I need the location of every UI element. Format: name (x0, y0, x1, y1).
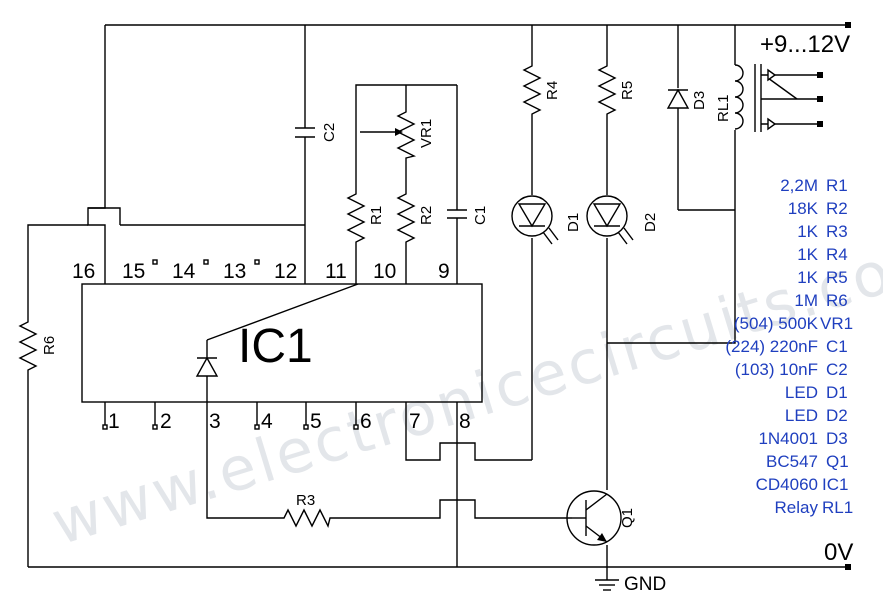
watermark: www.electronicecircuits.com (44, 219, 883, 560)
pin-label-10: 10 (373, 260, 396, 283)
parts-list-value: 1K (797, 245, 818, 264)
transistor-q1 (566, 490, 622, 546)
r6-label: R6 (41, 336, 58, 355)
supply-voltage-label: +9...12V (760, 31, 850, 58)
ground-rail-bottom (28, 564, 851, 570)
parts-list-value: CD4060 (756, 475, 818, 494)
wire-r6-left (27, 207, 305, 567)
parts-list-value: 1N4001 (758, 429, 818, 448)
pin-label-12: 12 (274, 260, 297, 283)
pin-label-9: 9 (438, 260, 450, 283)
zero-volt-label: 0V (824, 539, 853, 566)
parts-list-ref: R4 (826, 245, 848, 264)
resistor-r2 (396, 190, 416, 244)
pin-label-13: 13 (223, 260, 246, 283)
pin-label-2: 2 (160, 410, 172, 433)
parts-list-ref: D3 (826, 429, 848, 448)
parts-list: 2,2M R1 18K R2 1K R3 1K R4 1K R5 1M R6 (… (725, 176, 853, 517)
parts-list-ref: R3 (826, 222, 848, 241)
parts-list-value: BC547 (766, 452, 818, 471)
r3-label: R3 (296, 492, 315, 509)
parts-list-value: 1K (797, 268, 818, 287)
parts-list-ref: R1 (826, 176, 848, 195)
r2-label: R2 (418, 206, 435, 225)
parts-list-ref: C2 (826, 360, 848, 379)
parts-list-value: (103) 10nF (735, 360, 818, 379)
parts-list-value: (224) 220nF (725, 337, 818, 356)
resistor-r3 (278, 508, 333, 529)
pin-label-1: 1 (108, 410, 120, 433)
parts-list-value: LED (785, 406, 818, 425)
parts-list-ref: D2 (826, 406, 848, 425)
resistor-r5 (597, 62, 617, 120)
r5-label: R5 (619, 81, 636, 100)
parts-list-value: LED (785, 383, 818, 402)
ground-symbol (595, 567, 619, 591)
rl1-label: RL1 (715, 94, 732, 122)
parts-list-ref: IC1 (822, 475, 848, 494)
pin-label-8: 8 (459, 410, 471, 433)
wire-pin3-r3-q1 (206, 402, 572, 567)
led-d1 (511, 195, 559, 245)
parts-list-value: 2,2M (780, 176, 818, 195)
ic1-internal-diode (195, 283, 359, 402)
parts-list-ref: R6 (826, 291, 848, 310)
pin-label-7: 7 (409, 410, 421, 433)
wire-timing-network (355, 84, 467, 284)
d3-label: D3 (691, 91, 708, 110)
wire-pin16-supply (87, 25, 106, 284)
parts-list-value: Relay (775, 498, 819, 517)
c2-label: C2 (321, 123, 338, 142)
d2-label: D2 (642, 213, 659, 232)
pin-stubs-bottom (102, 402, 359, 430)
pin-label-16: 16 (72, 260, 95, 283)
pin-label-15: 15 (122, 260, 145, 283)
parts-list-value: 18K (788, 199, 819, 218)
wire-pin12-c2 (295, 25, 315, 284)
parts-list-ref: R5 (826, 268, 848, 287)
relay-rl1 (734, 64, 823, 132)
pin-label-3: 3 (209, 410, 221, 433)
ic1-body (81, 283, 483, 403)
parts-list-ref: C1 (826, 337, 848, 356)
pin-label-4: 4 (261, 410, 273, 433)
resistor-r4 (522, 62, 542, 120)
pin-label-14: 14 (172, 260, 196, 283)
wire-r4-d1 (405, 25, 533, 461)
parts-list-value: (504) 500K (734, 314, 819, 333)
wire-r5-d2 (606, 25, 736, 567)
pin-label-5: 5 (310, 410, 322, 433)
wire-d3-relay (677, 25, 736, 211)
led-d2 (586, 195, 634, 245)
pin-label-6: 6 (360, 410, 372, 433)
ground-label: GND (624, 574, 666, 595)
ic1-label: IC1 (238, 320, 313, 373)
diode-d3 (666, 88, 690, 109)
resistor-r6 (18, 318, 38, 375)
supply-rail-top (105, 22, 851, 28)
parts-list-ref: D1 (826, 383, 848, 402)
parts-list-ref: R2 (826, 199, 848, 218)
parts-list-value: 1K (797, 222, 818, 241)
resistor-r1 (346, 190, 366, 244)
d1-label: D1 (565, 213, 582, 232)
potentiometer-vr1 (396, 108, 417, 160)
parts-list-ref: Q1 (826, 452, 849, 471)
parts-list-ref: VR1 (820, 314, 853, 333)
q1-label: Q1 (619, 508, 636, 528)
parts-list-ref: RL1 (822, 498, 853, 517)
unconnected-pin-stubs-top (152, 259, 260, 265)
vr1-label: VR1 (418, 119, 435, 148)
parts-list-value: 1M (794, 291, 818, 310)
c1-label: C1 (472, 206, 489, 225)
vr1-wiper-arrow (395, 128, 403, 136)
r1-label: R1 (368, 206, 385, 225)
pin-label-11: 11 (325, 260, 347, 283)
r4-label: R4 (544, 81, 561, 100)
